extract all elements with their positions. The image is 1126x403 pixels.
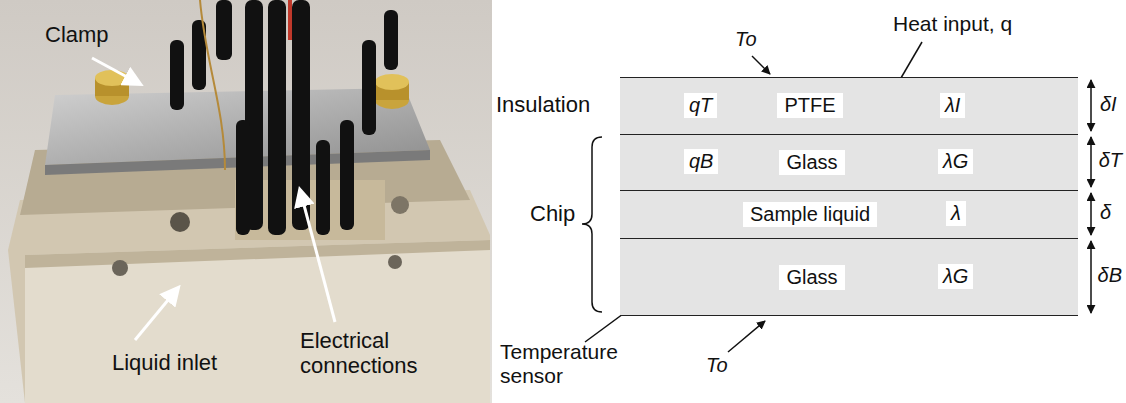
thickness-arrow	[1090, 80, 1092, 131]
leader-arrow	[300, 190, 335, 322]
device-photo	[0, 0, 492, 403]
thickness-arrow	[1090, 137, 1092, 187]
leader-arrow	[728, 321, 765, 352]
symbol-label: qB	[684, 149, 718, 174]
symbol-label: δB	[1098, 264, 1122, 287]
symbol-label: δT	[1099, 149, 1122, 172]
layer-band: Sample liquid	[620, 190, 1078, 238]
symbol-label: To	[735, 28, 757, 51]
leader-arrow	[752, 56, 770, 74]
layer-name: PTFE	[777, 93, 842, 118]
part-label: Temperature sensor	[500, 340, 625, 388]
symbol-label: qT	[684, 93, 717, 118]
symbol-label: λG	[938, 264, 973, 289]
part-label: Clamp	[45, 22, 109, 47]
leader-arrow	[92, 58, 140, 84]
thickness-arrow	[1090, 193, 1092, 235]
symbol-label: δI	[1100, 93, 1117, 116]
part-label: Electrical connections	[300, 328, 450, 379]
layer-name: Sample liquid	[743, 202, 877, 227]
brace	[582, 137, 602, 312]
symbol-label: To	[706, 354, 728, 377]
part-label: Insulation	[496, 92, 590, 117]
part-label: Heat input, q	[893, 12, 1012, 36]
leader-arrow	[135, 288, 178, 340]
symbol-label: λI	[940, 93, 965, 118]
part-label: Liquid inlet	[112, 350, 217, 375]
symbol-label: δ	[1100, 201, 1111, 224]
thickness-arrow	[1090, 241, 1092, 313]
layer-band: Glass	[620, 238, 1078, 316]
layer-name: Glass	[779, 265, 844, 290]
symbol-label: λG	[938, 149, 973, 174]
symbol-label: λ	[946, 201, 966, 226]
part-label: Chip	[530, 201, 575, 226]
layer-name: Glass	[779, 150, 844, 175]
